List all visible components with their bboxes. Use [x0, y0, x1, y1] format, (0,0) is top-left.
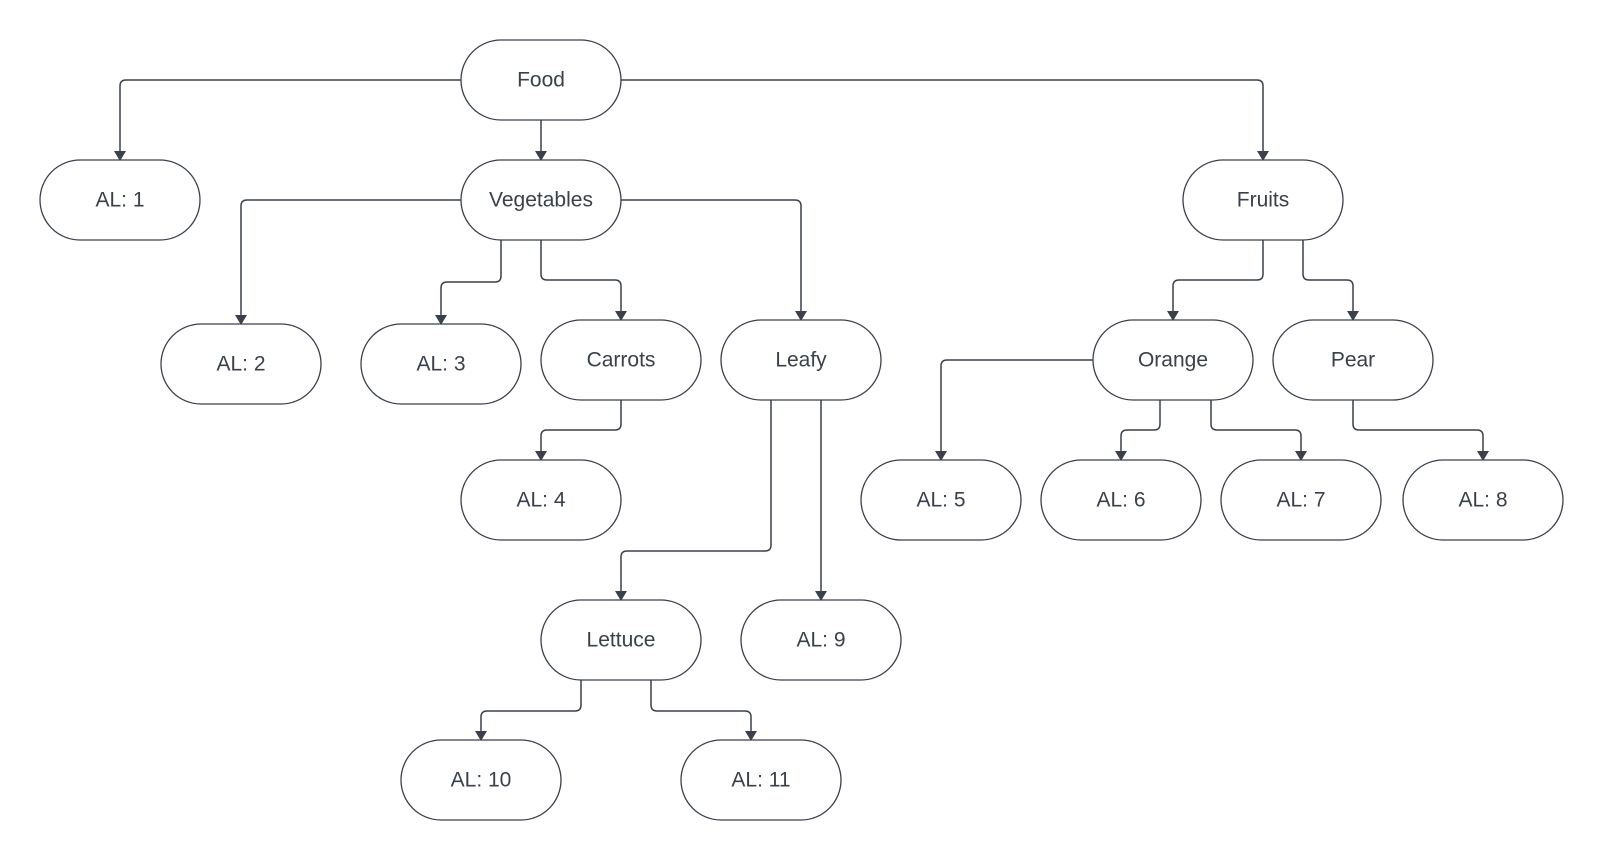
node-label-al5: AL: 5 [916, 489, 965, 512]
node-label-al3: AL: 3 [416, 353, 465, 376]
edge-leafy-to-lettuce [615, 400, 772, 601]
edge-vegetables-to-al2 [235, 199, 461, 325]
node-al10: AL: 10 [400, 739, 562, 821]
edge-lettuce-to-al10 [475, 680, 582, 741]
node-al1: AL: 1 [39, 159, 201, 241]
node-box-al7 [1220, 459, 1382, 541]
node-label-al7: AL: 7 [1276, 489, 1325, 512]
edge-food-to-fruits [621, 79, 1269, 161]
node-label-lettuce: Lettuce [587, 629, 656, 652]
node-al9: AL: 9 [740, 599, 902, 681]
node-box-al11 [680, 739, 842, 821]
edge-carrots-to-al4 [535, 400, 622, 461]
edges-layer [114, 79, 1489, 741]
node-label-al9: AL: 9 [796, 629, 845, 652]
node-box-fruits [1182, 159, 1344, 241]
edge-pear-to-al8 [1352, 400, 1489, 461]
node-label-fruits: Fruits [1237, 189, 1290, 212]
node-pear: Pear [1272, 319, 1434, 401]
edge-orange-to-al7 [1210, 400, 1307, 461]
node-label-pear: Pear [1331, 349, 1375, 372]
node-box-al1 [39, 159, 201, 241]
node-food: Food [460, 39, 622, 121]
node-label-food: Food [517, 69, 565, 92]
node-box-lettuce [540, 599, 702, 681]
node-box-carrots [540, 319, 702, 401]
edge-food-to-al1 [114, 79, 461, 161]
node-fruits: Fruits [1182, 159, 1344, 241]
node-box-al10 [400, 739, 562, 821]
node-box-al3 [360, 323, 522, 405]
node-al7: AL: 7 [1220, 459, 1382, 541]
node-label-carrots: Carrots [587, 349, 656, 372]
node-label-al8: AL: 8 [1458, 489, 1507, 512]
node-label-al1: AL: 1 [95, 189, 144, 212]
node-al6: AL: 6 [1040, 459, 1202, 541]
node-label-al11: AL: 11 [731, 769, 790, 792]
node-al2: AL: 2 [160, 323, 322, 405]
node-box-al6 [1040, 459, 1202, 541]
node-al4: AL: 4 [460, 459, 622, 541]
node-box-al8 [1402, 459, 1564, 541]
node-box-al9 [740, 599, 902, 681]
node-label-vegetables: Vegetables [489, 189, 593, 212]
node-al8: AL: 8 [1402, 459, 1564, 541]
node-label-al10: AL: 10 [451, 769, 512, 792]
node-lettuce: Lettuce [540, 599, 702, 681]
node-leafy: Leafy [720, 319, 882, 401]
node-label-leafy: Leafy [775, 349, 827, 372]
node-box-al4 [460, 459, 622, 541]
edge-orange-to-al5 [935, 359, 1093, 461]
node-box-orange [1092, 319, 1254, 401]
node-box-al2 [160, 323, 322, 405]
node-carrots: Carrots [540, 319, 702, 401]
edge-vegetables-to-carrots [540, 240, 627, 321]
edge-vegetables-to-al3 [435, 240, 502, 325]
edge-lettuce-to-al11 [650, 680, 757, 741]
edge-orange-to-al6 [1115, 400, 1161, 461]
edge-fruits-to-pear [1302, 240, 1359, 321]
node-vegetables: Vegetables [460, 159, 622, 241]
node-box-leafy [720, 319, 882, 401]
node-box-pear [1272, 319, 1434, 401]
node-al3: AL: 3 [360, 323, 522, 405]
edge-vegetables-to-leafy [621, 199, 807, 321]
node-box-vegetables [460, 159, 622, 241]
node-label-orange: Orange [1138, 349, 1208, 372]
node-orange: Orange [1092, 319, 1254, 401]
node-label-al2: AL: 2 [216, 353, 265, 376]
node-label-al6: AL: 6 [1096, 489, 1145, 512]
node-label-al4: AL: 4 [516, 489, 565, 512]
node-box-al5 [860, 459, 1022, 541]
node-al5: AL: 5 [860, 459, 1022, 541]
edge-fruits-to-orange [1167, 240, 1264, 321]
node-al11: AL: 11 [680, 739, 842, 821]
node-box-food [460, 39, 622, 121]
